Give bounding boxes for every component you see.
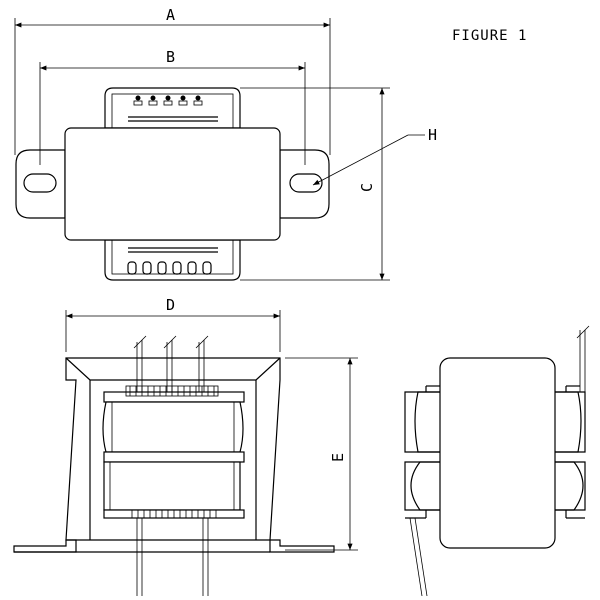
dimension-a: A xyxy=(14,6,331,155)
dimension-a-label: A xyxy=(166,6,175,24)
side-view xyxy=(404,325,590,597)
mounting-slot-right xyxy=(289,173,323,193)
bottom-lead-wires xyxy=(136,518,209,596)
dimension-h: H xyxy=(312,126,437,186)
dimension-e: E xyxy=(285,357,358,551)
bottom-terminals xyxy=(127,261,212,275)
dimension-b-label: B xyxy=(166,48,175,66)
bobbin-flange-top xyxy=(103,391,245,403)
mounting-slot-left xyxy=(23,173,57,193)
core-side-view xyxy=(439,357,556,549)
front-view: D E xyxy=(13,296,358,596)
bobbin-bottom xyxy=(104,239,241,281)
dimension-c-label: C xyxy=(358,183,376,192)
dimension-e-label: E xyxy=(329,453,347,462)
dimension-d: D xyxy=(65,296,281,352)
mounting-bracket xyxy=(15,149,66,219)
top-view: A B C xyxy=(14,6,437,281)
core-top-view xyxy=(64,127,281,241)
coil-top xyxy=(102,401,244,453)
winding-hatch-bottom xyxy=(131,509,217,519)
dimension-d-label: D xyxy=(166,296,175,314)
figure-label: FIGURE 1 xyxy=(452,28,527,44)
dimension-c: C xyxy=(240,87,390,281)
bobbin-separator xyxy=(103,451,245,463)
top-terminals xyxy=(133,95,203,106)
clamp-frame xyxy=(65,357,281,541)
base-feet xyxy=(13,539,77,553)
coil-bottom xyxy=(103,461,241,511)
dimension-h-label: H xyxy=(428,126,437,144)
winding-hatch-top xyxy=(125,385,219,397)
top-lead-wires xyxy=(133,335,209,392)
dimension-b: B xyxy=(39,48,306,165)
mounting-bracket-right xyxy=(279,149,330,219)
